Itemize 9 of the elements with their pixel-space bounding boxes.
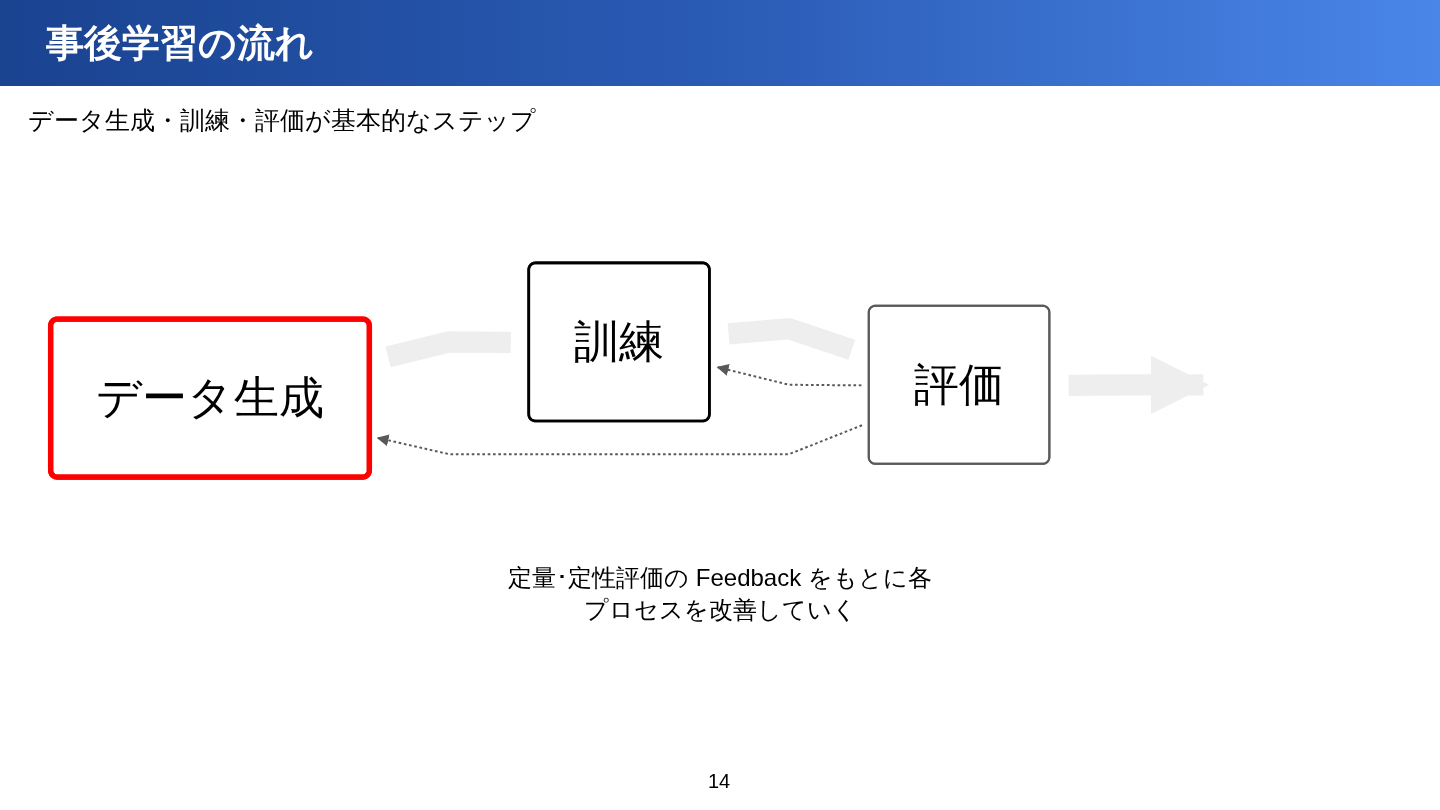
page-number: 14 (708, 770, 731, 793)
note-text: 定量･定性評価の Feedback をもとに各プロセスを改善していく (507, 563, 933, 626)
subtitle-text: データ生成・訓練・評価が基本的なステップ (28, 105, 536, 136)
process-box: データ生成 (47, 316, 373, 480)
slide-title: 事後学習の流れ (46, 21, 314, 66)
process-box: 評価 (867, 304, 1051, 465)
process-box: 訓練 (527, 261, 711, 423)
dashed-arrow (376, 424, 863, 456)
dashed-arrow (716, 364, 863, 387)
